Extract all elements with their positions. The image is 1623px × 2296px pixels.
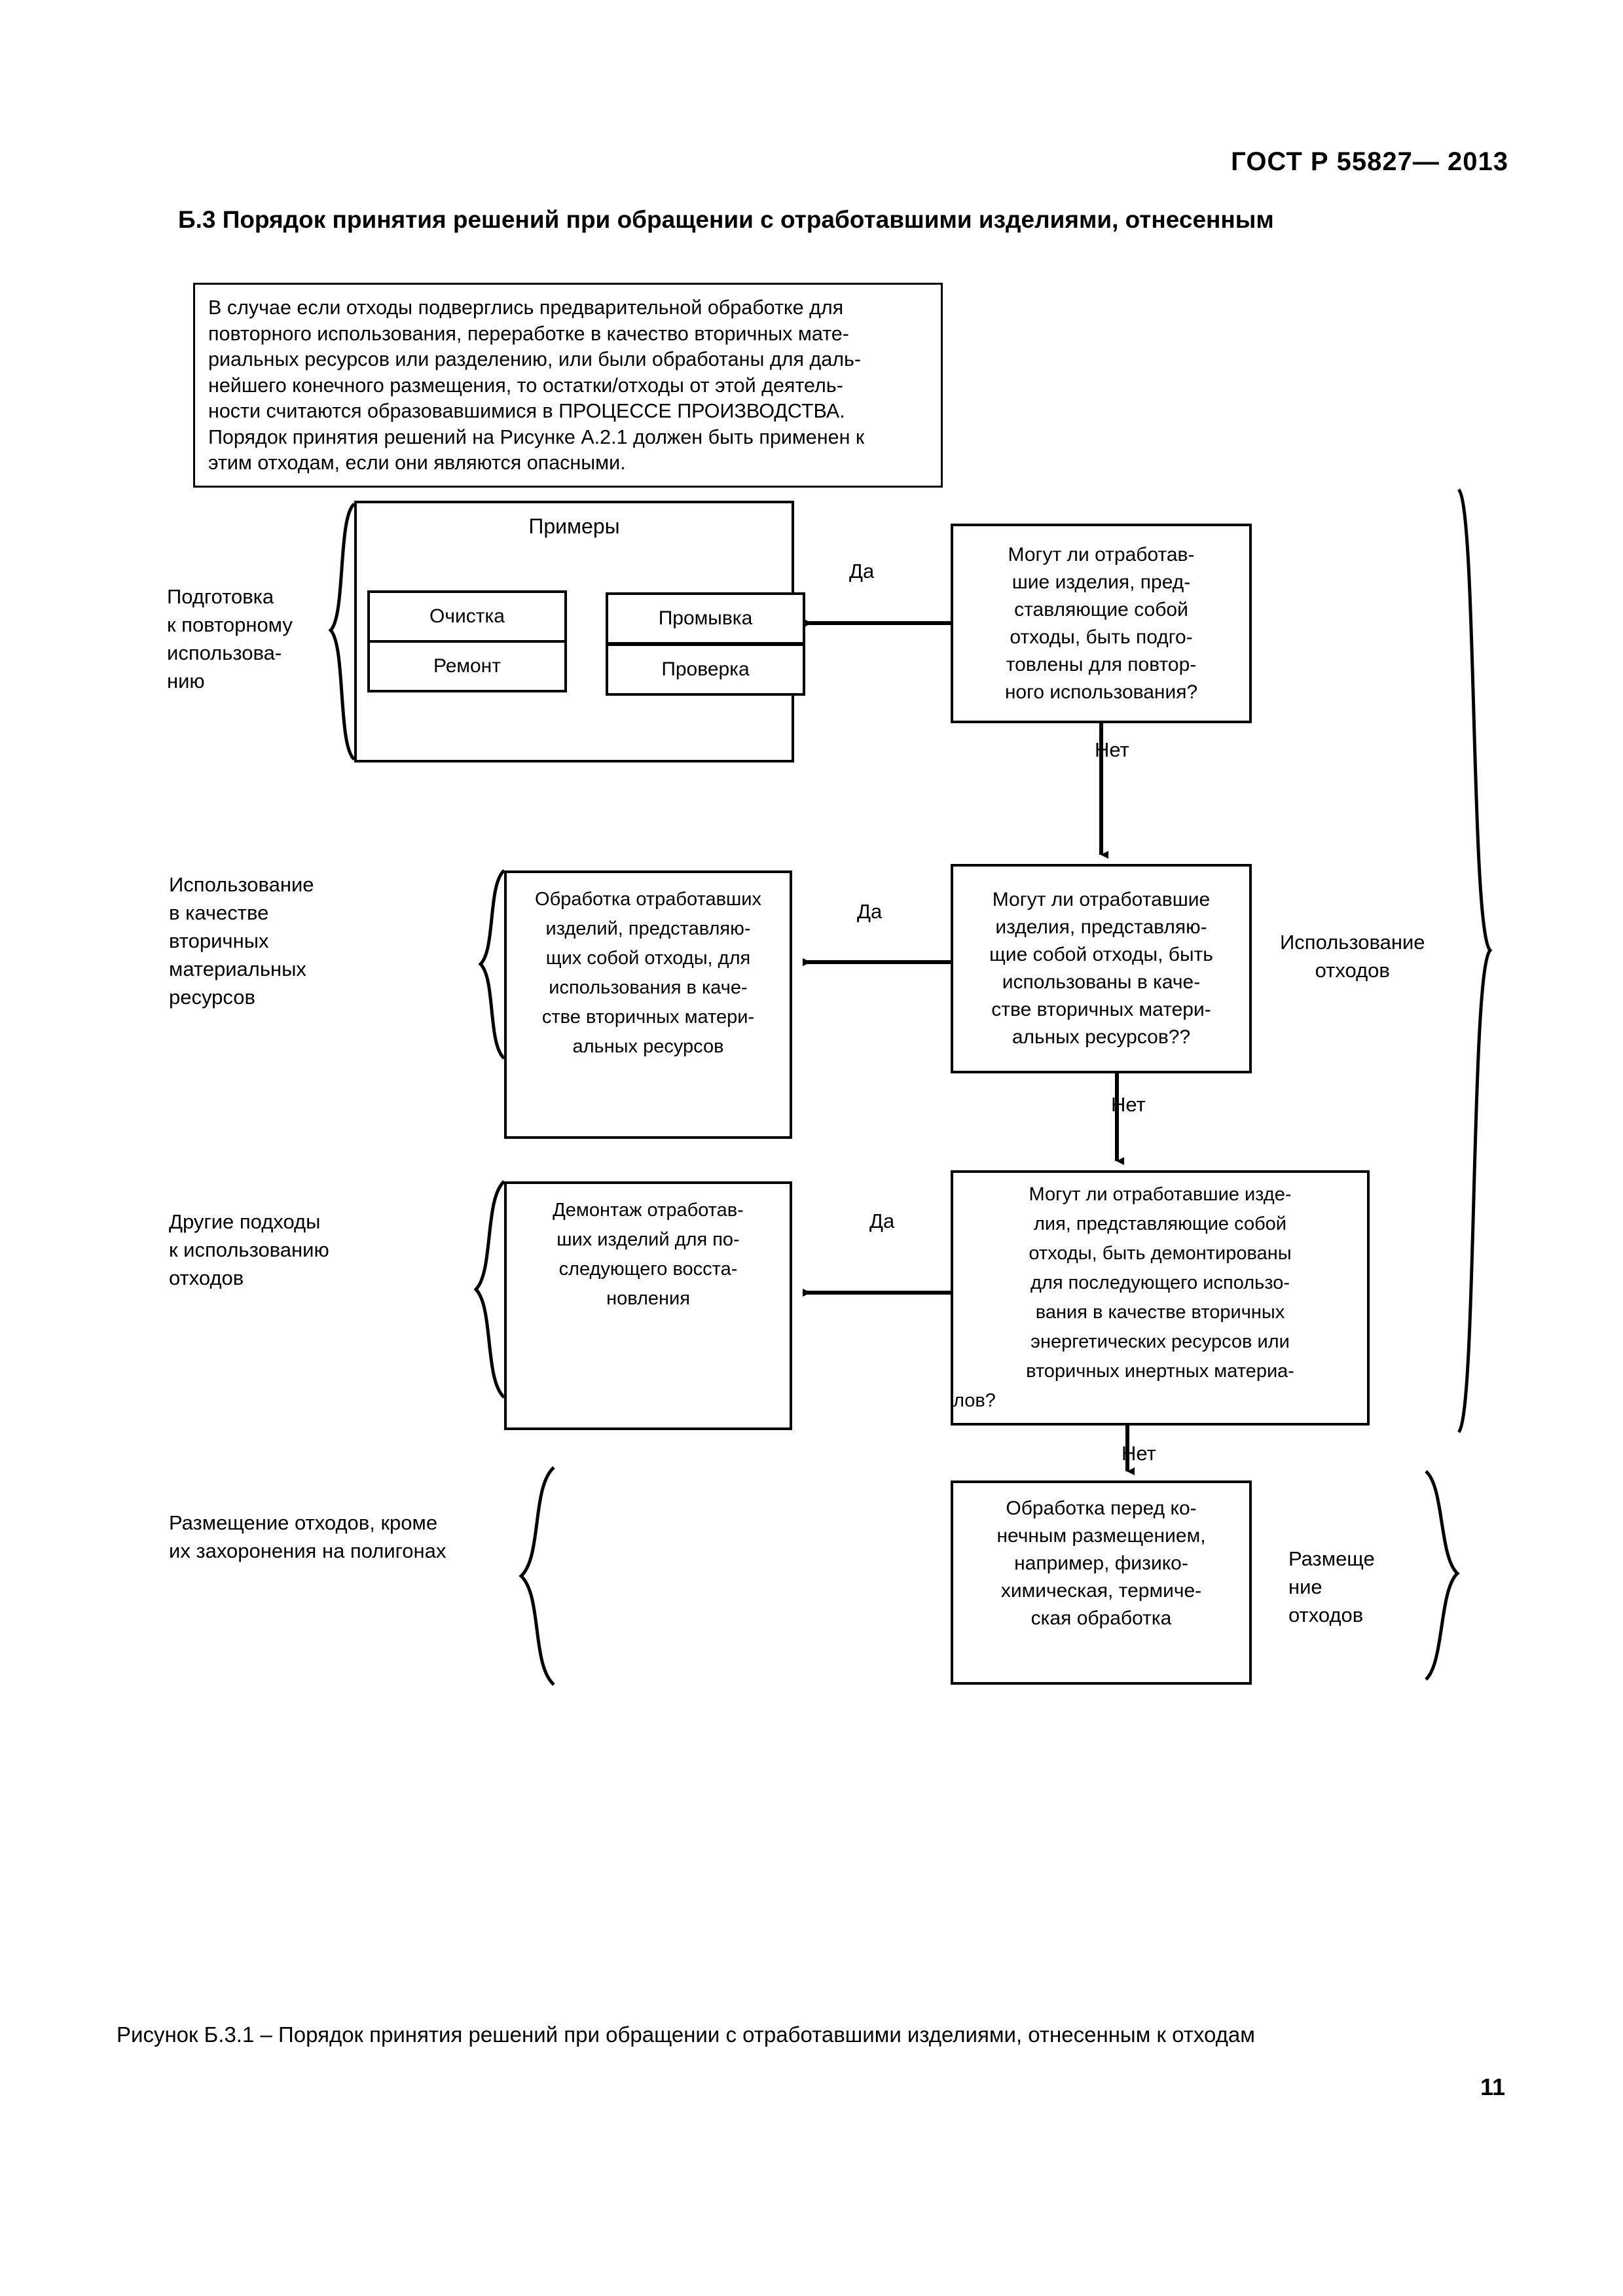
action-box-final-treatment: Обработка перед ко- нечным размещением, …	[951, 1480, 1252, 1685]
stage-label-line: ресурсов	[169, 986, 255, 1009]
group-label-line: ние	[1288, 1575, 1322, 1598]
decision-line: ного использования?	[1004, 681, 1198, 703]
action-box-disassembly: Демонтаж отработав- ших изделий для по- …	[504, 1181, 792, 1430]
branch-label-no-3: Нет	[1122, 1442, 1156, 1465]
action-line: Демонтаж отработав-	[553, 1200, 744, 1221]
example-label: Очистка	[429, 605, 505, 627]
decision-line: изделия, представляю-	[995, 916, 1207, 938]
decision-line: лия, представляющие собой	[1033, 1213, 1287, 1234]
decision-line: использованы в каче-	[1002, 971, 1201, 993]
stage-label-line: к использованию	[169, 1238, 329, 1261]
stage-label-line: в качестве	[169, 901, 269, 924]
action-line: щих собой отходы, для	[545, 948, 751, 969]
stage-label-line: нию	[167, 670, 205, 692]
action-line: альных ресурсов	[572, 1036, 724, 1057]
note-line: риальных ресурсов или разделению, или бы…	[208, 348, 862, 370]
decision-line: Могут ли отработавшие	[992, 889, 1211, 910]
example-washing: Промывка	[606, 592, 805, 645]
example-repair: Ремонт	[367, 640, 567, 692]
example-label: Промывка	[658, 607, 753, 629]
decision-line: товлены для повтор-	[1006, 653, 1197, 675]
stage-label-line: использова-	[167, 641, 282, 664]
group-label-line: отходов	[1288, 1604, 1364, 1626]
action-line: следующего восста-	[558, 1259, 738, 1280]
stage-label-preparation: Подготовка к повторному использова- нию	[167, 583, 293, 695]
action-line: Обработка перед ко-	[1006, 1498, 1197, 1519]
page-number: 11	[1480, 2073, 1505, 2100]
decision-line: отходы, быть подго-	[1010, 626, 1193, 648]
branch-label-yes-3: Да	[869, 1210, 895, 1232]
note-line: В случае если отходы подверглись предвар…	[208, 296, 844, 319]
decision-line: шие изделия, пред-	[1012, 571, 1191, 593]
stage-label-line: Подготовка	[167, 585, 274, 608]
action-line: ская обработка	[1030, 1607, 1172, 1629]
decision-line: отходы, быть демонтированы	[1029, 1243, 1292, 1264]
decision-line: стве вторичных матери-	[991, 999, 1211, 1020]
action-line: ших изделий для по-	[556, 1229, 740, 1250]
group-label-line: Размеще	[1288, 1547, 1375, 1570]
stage-label-line: отходов	[169, 1266, 244, 1289]
branch-label-yes-1: Да	[849, 560, 875, 583]
note-line: нейшего конечного размещения, то остатки…	[208, 374, 843, 397]
decision-line: вторичных инертных материа-	[1026, 1361, 1294, 1382]
stage-label-line: их захоронения на полигонах	[169, 1539, 447, 1562]
example-label: Проверка	[661, 658, 750, 680]
action-line: нечным размещением,	[996, 1525, 1206, 1547]
branch-label-yes-2: Да	[857, 900, 883, 923]
group-label-waste-use: Использование отходов	[1280, 928, 1425, 984]
examples-title: Примеры	[528, 514, 620, 538]
standard-number: ГОСТ Р 55827— 2013	[1231, 147, 1508, 176]
note-line: этим отходам, если они являются опасными…	[208, 452, 626, 474]
action-line: изделий, представляю-	[545, 918, 751, 939]
stage-label-disposal: Размещение отходов, кроме их захоронения…	[169, 1509, 446, 1565]
branch-label-no-2: Нет	[1111, 1093, 1146, 1116]
group-label-waste-disposal: Размеще ние отходов	[1288, 1545, 1375, 1629]
decision-line: ставляющие собой	[1014, 598, 1188, 620]
decision-line: альных ресурсов??	[1012, 1026, 1191, 1048]
decision-line: для последующего использо-	[1030, 1272, 1290, 1293]
decision-line: Могут ли отработав-	[1008, 543, 1195, 565]
group-label-line: отходов	[1315, 959, 1390, 982]
decision-line: энергетических ресурсов или	[1030, 1331, 1290, 1352]
stage-label-secondary-materials: Использование в качестве вторичных матер…	[169, 870, 314, 1011]
decision-line: лов?	[953, 1390, 996, 1411]
branch-label-no-1: Нет	[1095, 738, 1129, 761]
stage-label-line: Размещение отходов, кроме	[169, 1511, 438, 1534]
stage-label-line: материальных	[169, 958, 306, 980]
note-line: Порядок принятия решений на Рисунке А.2.…	[208, 425, 865, 448]
stage-label-line: к повторному	[167, 613, 293, 636]
decision-box-disassembly: Могут ли отработавшие изде- лия, предста…	[951, 1170, 1370, 1426]
example-label: Ремонт	[433, 655, 501, 677]
group-label-line: Использование	[1280, 931, 1425, 954]
note-box: В случае если отходы подверглись предвар…	[193, 283, 943, 488]
section-title: Б.3 Порядок принятия решений при обращен…	[178, 206, 1274, 233]
action-line: например, физико-	[1014, 1552, 1188, 1574]
action-line: стве вторичных матери-	[541, 1007, 755, 1028]
figure-caption: Рисунок Б.3.1 – Порядок принятия решений…	[117, 2022, 1255, 2047]
action-line: Обработка отработавших	[535, 889, 761, 910]
action-box-secondary-materials: Обработка отработавших изделий, представ…	[504, 870, 792, 1139]
decision-line: щие собой отходы, быть	[989, 944, 1213, 965]
example-check: Проверка	[606, 643, 805, 696]
decision-box-reuse-preparation: Могут ли отработав- шие изделия, пред- с…	[951, 524, 1252, 723]
action-line: новления	[606, 1288, 690, 1309]
stage-label-line: вторичных	[169, 929, 269, 952]
stage-label-other-approaches: Другие подходы к использованию отходов	[169, 1208, 329, 1292]
action-line: химическая, термиче-	[1000, 1580, 1202, 1602]
stage-label-line: Использование	[169, 873, 314, 896]
decision-box-secondary-materials: Могут ли отработавшие изделия, представл…	[951, 864, 1252, 1073]
note-line: ности считаются образовавшимися в ПРОЦЕС…	[208, 400, 845, 422]
decision-line: вания в качестве вторичных	[1035, 1302, 1285, 1323]
action-line: использования в каче-	[549, 977, 748, 998]
example-cleaning: Очистка	[367, 590, 567, 643]
note-line: повторного использования, переработке в …	[208, 322, 849, 345]
decision-line: Могут ли отработавшие изде-	[1029, 1184, 1292, 1205]
stage-label-line: Другие подходы	[169, 1210, 321, 1233]
